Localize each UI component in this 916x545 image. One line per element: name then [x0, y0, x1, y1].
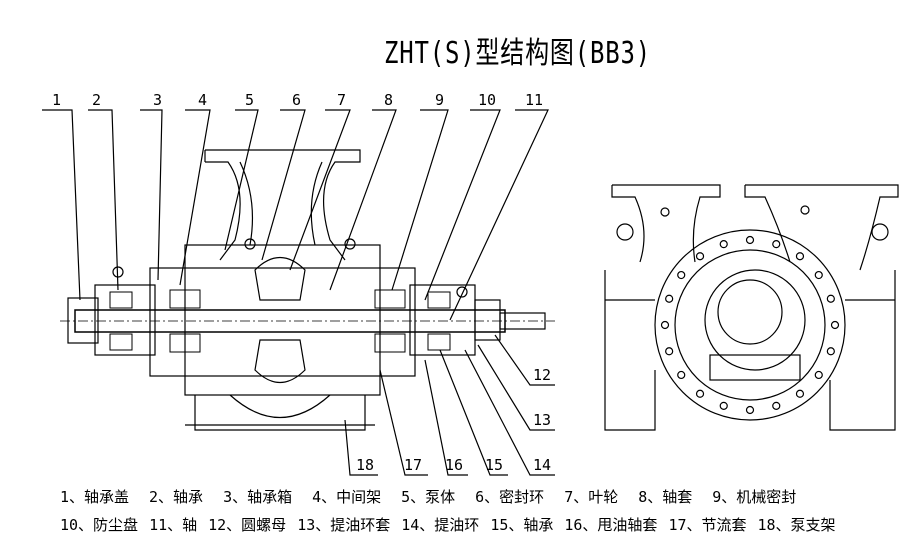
callout-3: 3	[153, 91, 162, 109]
bolt-icon	[830, 320, 840, 330]
callout-18: 18	[356, 456, 374, 474]
bolt-icon	[814, 370, 823, 380]
callout-5: 5	[245, 91, 254, 109]
legend-item: 14、提油环	[401, 516, 480, 534]
legend-item: 17、节流套	[668, 516, 747, 534]
legend-item: 4、中间架	[312, 488, 382, 506]
callout-10: 10	[478, 91, 496, 109]
callout-17: 17	[404, 456, 422, 474]
bolt-icon	[826, 347, 835, 356]
section-view	[60, 149, 555, 431]
bolt-icon	[677, 270, 686, 280]
legend-item: 3、轴承箱	[223, 488, 293, 506]
bolt-icon	[665, 347, 674, 356]
callout-1: 1	[52, 91, 61, 109]
bolt-icon	[677, 370, 686, 380]
legend-item: 8、轴套	[638, 488, 693, 506]
bolt-icon	[772, 240, 781, 249]
bolt-icon	[745, 235, 755, 245]
callout-11: 11	[525, 91, 543, 109]
bolt-icon	[814, 270, 823, 280]
leader-lines	[42, 109, 555, 476]
legend-item: 10、防尘盘	[60, 516, 139, 534]
legend-item: 2、轴承	[149, 488, 204, 506]
callout-8: 8	[384, 91, 393, 109]
callout-6: 6	[292, 91, 301, 109]
callout-4: 4	[198, 91, 207, 109]
bolt-icon	[695, 389, 705, 398]
callout-2: 2	[92, 91, 101, 109]
legend-item: 16、甩油轴套	[564, 516, 658, 534]
legend-item: 15、轴承	[490, 516, 554, 534]
callout-16: 16	[445, 456, 463, 474]
callout-13: 13	[533, 411, 551, 429]
drawing-title: ZHT(S)型结构图(BB3)	[384, 36, 651, 71]
legend-item: 5、泵体	[401, 488, 456, 506]
legend-item: 1、轴承盖	[60, 488, 130, 506]
end-view	[604, 184, 899, 431]
legend-row-2: 10、防尘盘 11、轴 12、圆螺母 13、提油环套 14、提油环 15、轴承 16、甩油轴…	[60, 514, 847, 535]
bolt-icon	[745, 405, 755, 415]
legend-item: 7、叶轮	[564, 488, 619, 506]
bolt-icon	[660, 320, 670, 330]
legend-item: 18、泵支架	[757, 516, 836, 534]
legend-item: 12、圆螺母	[208, 516, 287, 534]
bolt-icon	[772, 401, 781, 410]
legend-row-1: 1、轴承盖 2、轴承 3、轴承箱 4、中间架 5、泵体 6、密封环 7、叶轮 8、轴套 9、机械…	[60, 486, 816, 507]
bolt-icon	[795, 389, 805, 398]
callout-15: 15	[485, 456, 503, 474]
legend-item: 13、提油环套	[297, 516, 391, 534]
bolt-icon	[826, 294, 835, 303]
callout-9: 9	[435, 91, 444, 109]
bolt-icon	[719, 240, 728, 249]
callout-7: 7	[337, 91, 346, 109]
callout-14: 14	[533, 456, 551, 474]
legend-item: 11、轴	[149, 516, 198, 534]
bolt-icon	[665, 294, 674, 303]
bolt-icon	[695, 252, 705, 261]
bolt-icon	[719, 401, 728, 410]
legend-item: 9、机械密封	[712, 488, 797, 506]
callout-12: 12	[533, 366, 551, 384]
bolt-icon	[795, 252, 805, 261]
legend-item: 6、密封环	[475, 488, 545, 506]
